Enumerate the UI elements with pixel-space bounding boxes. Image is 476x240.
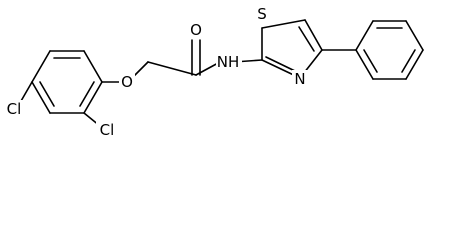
atom-text: S [257,5,267,23]
atom-label-thiazole-sulfur: S [255,5,269,23]
bond [261,19,306,29]
chemical-structure-diagram: Cl Cl O O NH S N [3,5,424,139]
bond [304,19,323,51]
atom-text: NH [217,53,240,71]
double-bond-inner [39,81,55,107]
bond [405,49,424,80]
atom-label-thiazole-nitrogen: N [292,70,308,88]
atom-text: Cl [7,100,22,118]
bond-ch2-to-carbonyl [147,61,197,76]
atom-text: O [121,73,133,91]
bond [355,20,374,51]
bond [31,50,51,83]
dichlorophenyl-ring [31,50,103,114]
bond [83,50,103,83]
bond [83,81,103,114]
atom-label-cl-para: Cl [3,100,25,118]
atom-text: N [294,70,305,88]
thiazole-ring [261,19,323,79]
atom-text: O [190,21,202,39]
atom-text: Cl [100,121,115,139]
atom-label-carbonyl-oxygen: O [188,21,204,39]
bond [355,49,374,80]
atom-label-cl-ortho: Cl [96,121,118,139]
atom-label-amide-nitrogen: NH [216,53,242,71]
double-bond-inner [79,81,95,107]
bond [31,81,51,114]
phenyl-ring [355,20,424,80]
bond [405,20,424,51]
double-bond-inner [265,56,296,72]
atom-label-ether-oxygen: O [119,73,135,91]
double-bond-inner [298,26,315,52]
double-bond-inner [401,49,416,73]
double-bond-inner [363,49,378,73]
